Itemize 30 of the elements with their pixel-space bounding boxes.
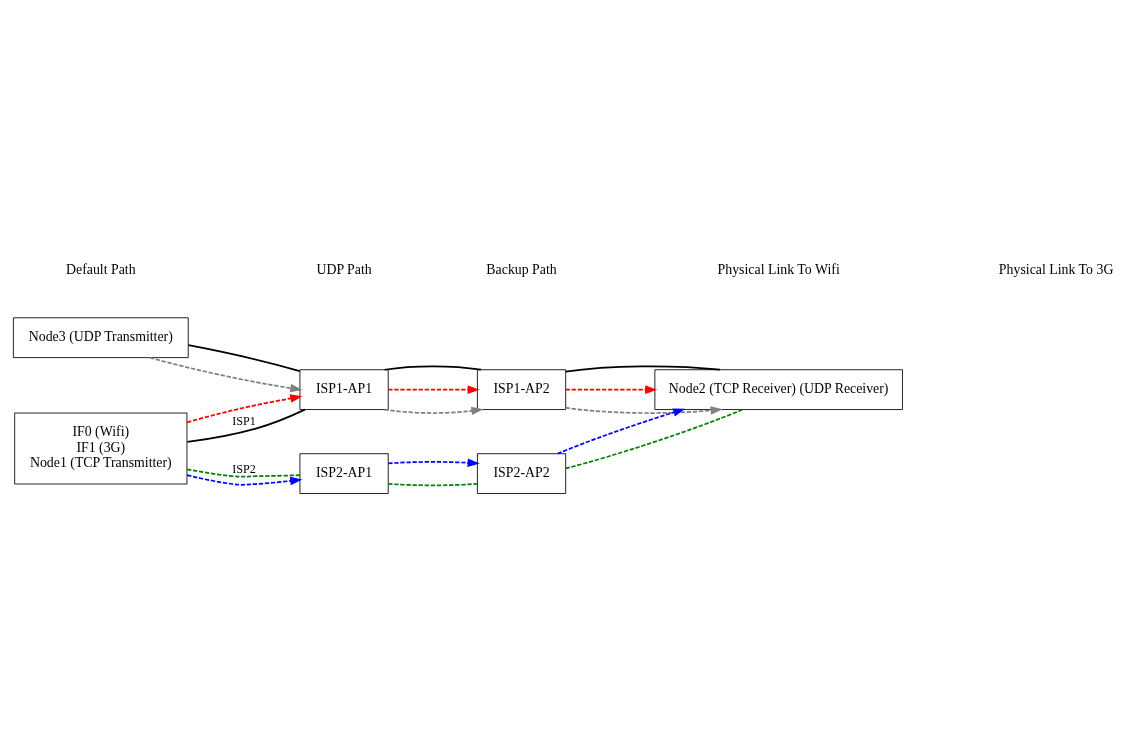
legend-label: Physical Link To Wifi: [717, 262, 840, 278]
edge-label: ISP2: [232, 461, 256, 476]
arrow: [383, 406, 484, 416]
connector: [387, 483, 478, 487]
node-box: ISP2-AP1: [299, 453, 389, 494]
arrow: [564, 385, 658, 394]
node-box: Node2 (TCP Receiver) (UDP Receiver): [654, 369, 903, 410]
arrow: [186, 474, 303, 486]
node-box: IF0 (Wifi) IF1 (3G) Node1 (TCP Transmitter): [14, 412, 188, 485]
node-box: ISP1-AP1: [299, 369, 389, 410]
connector: [564, 408, 744, 470]
connector: [383, 365, 482, 371]
legend-label: Default Path: [66, 262, 136, 278]
connector: [186, 408, 306, 443]
arrow: [387, 458, 480, 468]
legend-label: Physical Link To 3G: [998, 262, 1114, 278]
arrow: [387, 385, 480, 394]
arrow: [556, 408, 686, 455]
connector: [564, 365, 721, 373]
connector: [186, 468, 301, 478]
edge-label: ISP1: [232, 414, 256, 429]
node-box: ISP1-AP2: [476, 369, 567, 410]
arrow: [564, 406, 723, 415]
arrow: [186, 394, 303, 424]
node-box: ISP2-AP2: [476, 453, 567, 494]
node-box: Node3 (UDP Transmitter): [12, 317, 189, 359]
arrow: [149, 356, 303, 393]
connector: [187, 344, 301, 372]
legend-label: UDP Path: [316, 262, 372, 278]
legend-label: Backup Path: [486, 262, 557, 278]
